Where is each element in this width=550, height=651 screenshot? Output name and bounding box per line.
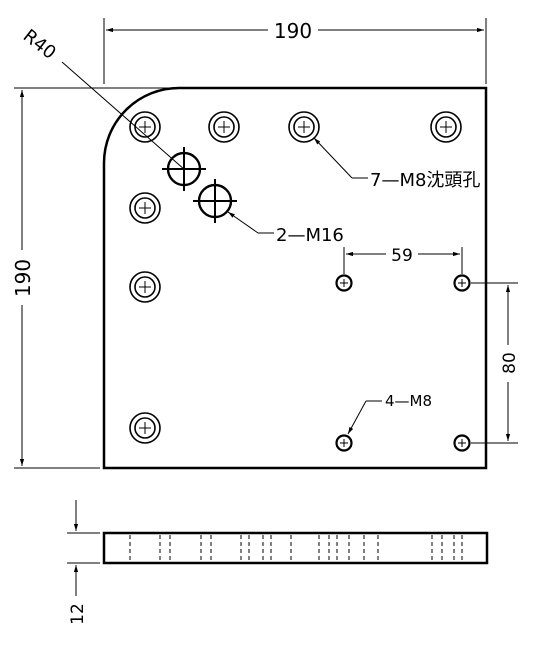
- radius-leader: [61, 61, 186, 171]
- counterbore-hole: [129, 192, 161, 224]
- tapped-hole: [453, 274, 471, 292]
- plate-outline: [102, 86, 488, 470]
- tapped-hole: [335, 274, 353, 292]
- tapped-hole: [335, 434, 353, 452]
- hole-spacing-y-dimension: [471, 282, 518, 444]
- counterbore-hole: [129, 271, 161, 303]
- radius-label: R40: [19, 25, 60, 63]
- thickness-label: 12: [68, 603, 88, 625]
- m16-holes: [162, 147, 237, 223]
- m16-callout-leader: [227, 211, 274, 234]
- left-height-label: 190: [11, 259, 35, 297]
- hole-spacing-x-dimension: [343, 247, 463, 274]
- left-height-dimension: [14, 87, 176, 469]
- side-view-hidden-lines: [129, 535, 463, 561]
- top-width-label: 190: [274, 19, 312, 43]
- thickness-dimension: [67, 500, 100, 596]
- counterbore-hole: [430, 111, 462, 143]
- counterbore-hole: [129, 412, 161, 444]
- top-width-dimension: [103, 18, 487, 84]
- tapped-holes: [335, 274, 471, 452]
- m16-callout-label: 2—M16: [276, 225, 344, 246]
- tapped-hole: [453, 434, 471, 452]
- m16-hole: [162, 147, 206, 191]
- counterbore-holes: [129, 111, 462, 444]
- hole-spacing-y-label: 80: [500, 352, 520, 374]
- side-view-outline: [102, 531, 489, 565]
- counterbore-hole: [129, 111, 161, 143]
- m16-hole: [193, 179, 237, 223]
- counterbore-callout-leader: [313, 137, 368, 179]
- tapped-callout-label: 4—M8: [385, 392, 432, 410]
- counterbore-hole: [288, 111, 320, 143]
- hole-spacing-x-label: 59: [391, 246, 413, 266]
- tapped-callout-leader: [347, 400, 382, 435]
- counterbore-hole: [208, 111, 240, 143]
- counterbore-callout-label: 7—M8沈頭孔: [370, 170, 480, 191]
